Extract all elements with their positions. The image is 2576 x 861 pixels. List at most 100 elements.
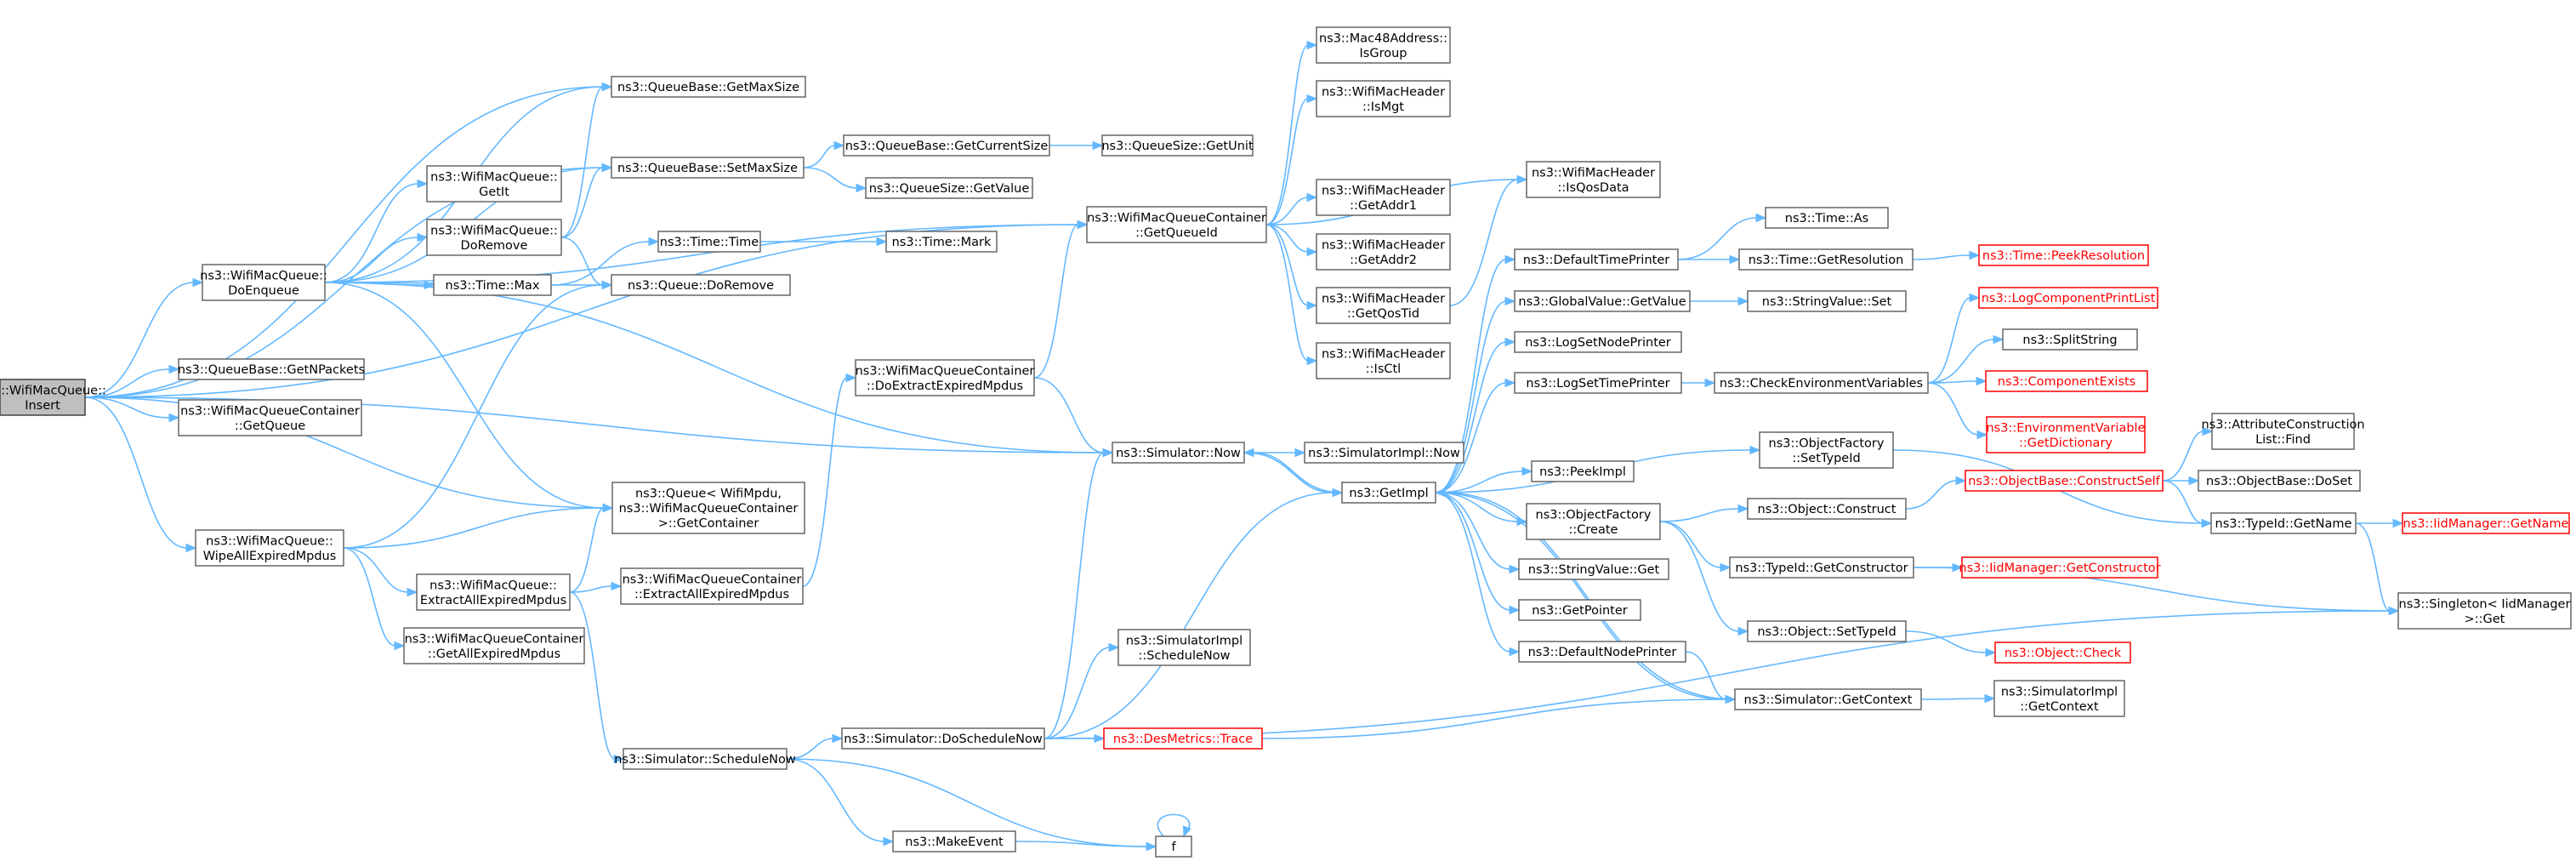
node-simnow[interactable]: ns3::Simulator::Now bbox=[1112, 442, 1245, 464]
node-typeidgetname[interactable]: ns3::TypeId::GetName bbox=[2210, 512, 2357, 534]
edge-line bbox=[324, 237, 419, 283]
node-destrace[interactable]: ns3::DesMetrics::Trace bbox=[1103, 727, 1263, 750]
node-getcontainer[interactable]: ns3::Queue< WifiMpdu,ns3::WifiMacQueueCo… bbox=[611, 482, 805, 534]
edge-wipe-to-getallexpired bbox=[343, 547, 406, 651]
node-logsettimeprinter[interactable]: ns3::LogSetTimePrinter bbox=[1514, 372, 1682, 394]
node-objfactorysettypeid[interactable]: ns3::ObjectFactory::SetTypeId bbox=[1759, 431, 1894, 469]
node-checkenv[interactable]: ns3::CheckEnvironmentVariables bbox=[1714, 372, 1929, 394]
node-layer: ns3::WifiMacQueue::Insertns3::WifiMacQue… bbox=[0, 26, 2572, 858]
node-getaddr2[interactable]: ns3::WifiMacHeader::GetAddr2 bbox=[1316, 233, 1451, 271]
node-simimplnow[interactable]: ns3::SimulatorImpl::Now bbox=[1304, 442, 1464, 464]
edge-line bbox=[1265, 224, 1309, 253]
node-label: ns3::LogSetTimePrinter bbox=[1526, 377, 1669, 391]
node-getunit[interactable]: ns3::QueueSize::GetUnit bbox=[1101, 134, 1254, 157]
node-objectcheck[interactable]: ns3::Object::Check bbox=[1994, 641, 2131, 664]
edge-getimpl-to-stringvalueget bbox=[1435, 492, 1521, 574]
node-getqueueid[interactable]: ns3::WifiMacQueueContainer::GetQueueId bbox=[1086, 206, 1267, 243]
node-getpointer[interactable]: ns3::GetPointer bbox=[1518, 599, 1641, 621]
node-box bbox=[1765, 207, 1889, 229]
edge-doremove-to-setmaxsize bbox=[560, 163, 613, 238]
node-schedulenow[interactable]: ns3::Simulator::ScheduleNow bbox=[614, 748, 796, 770]
node-globalgetvalue[interactable]: ns3::GlobalValue::GetValue bbox=[1514, 290, 1691, 312]
node-box bbox=[843, 134, 1050, 157]
node-isqosdata[interactable]: ns3::WifiMacHeader::IsQosData bbox=[1526, 161, 1661, 198]
edge-line bbox=[324, 183, 419, 283]
edge-doextract-to-simnow bbox=[1033, 377, 1114, 458]
node-label: ns3::StringValue::Set bbox=[1762, 295, 1892, 309]
node-box bbox=[1316, 80, 1451, 117]
node-doremove[interactable]: ns3::WifiMacQueue::DoRemove bbox=[426, 219, 562, 256]
edge-getqueueid-to-isgroup bbox=[1265, 40, 1318, 225]
edge-arrowhead bbox=[1984, 693, 1996, 704]
node-cextract[interactable]: ns3::WifiMacQueueContainer::ExtractAllEx… bbox=[620, 567, 804, 605]
node-setmaxsize[interactable]: ns3::QueueBase::SetMaxSize bbox=[611, 157, 805, 179]
node-wipe[interactable]: ns3::WifiMacQueue::WipeAllExpiredMpdus bbox=[195, 529, 344, 567]
node-getit[interactable]: ns3::WifiMacQueue::GetIt bbox=[426, 165, 562, 202]
node-stringvalueget[interactable]: ns3::StringValue::Get bbox=[1518, 558, 1669, 580]
node-simgetcontext[interactable]: ns3::Simulator::GetContext bbox=[1734, 688, 1922, 710]
node-label: ::IsQosData bbox=[1557, 181, 1629, 195]
node-timemark[interactable]: ns3::Time::Mark bbox=[885, 231, 998, 253]
edge-arrowhead bbox=[876, 237, 888, 247]
node-doextract[interactable]: ns3::WifiMacQueueContainer::DoExtractExp… bbox=[855, 359, 1035, 396]
node-timeas[interactable]: ns3::Time::As bbox=[1765, 207, 1889, 229]
node-box bbox=[1103, 727, 1263, 750]
node-label: ns3::Time::Max bbox=[446, 279, 540, 293]
node-timemax[interactable]: ns3::Time::Max bbox=[433, 274, 552, 296]
node-timetime[interactable]: ns3::Time::Time bbox=[657, 231, 761, 253]
node-defaulttimeprinter[interactable]: ns3::DefaultTimePrinter bbox=[1514, 248, 1679, 271]
edge-arrowhead bbox=[2188, 476, 2200, 486]
node-isgroup[interactable]: ns3::Mac48Address::IsGroup bbox=[1316, 26, 1451, 64]
node-getallexpired[interactable]: ns3::WifiMacQueueContainer::GetAllExpire… bbox=[403, 627, 585, 664]
node-label: ns3::WifiMacQueue:: bbox=[206, 534, 333, 548]
node-timepeekresolution[interactable]: ns3::Time::PeekResolution bbox=[1978, 244, 2149, 266]
node-doenqueue[interactable]: ns3::WifiMacQueue::DoEnqueue bbox=[200, 264, 327, 301]
node-timegetresolution[interactable]: ns3::Time::GetResolution bbox=[1738, 248, 1914, 271]
node-getaddr1[interactable]: ns3::WifiMacHeader::GetAddr1 bbox=[1316, 179, 1451, 216]
node-getqostid[interactable]: ns3::WifiMacHeader::GetQosTid bbox=[1316, 287, 1451, 324]
node-ismgt[interactable]: ns3::WifiMacHeader::IsMgt bbox=[1316, 80, 1451, 117]
node-getimpl[interactable]: ns3::GetImpl bbox=[1341, 482, 1436, 504]
node-defaultnodeprinter[interactable]: ns3::DefaultNodePrinter bbox=[1518, 641, 1686, 663]
node-getnpackets[interactable]: ns3::QueueBase::GetNPackets bbox=[178, 358, 365, 380]
node-splitstring[interactable]: ns3::SplitString bbox=[2002, 328, 2138, 351]
node-f[interactable]: f bbox=[1155, 835, 1192, 858]
node-singletonget[interactable]: ns3::Singleton< IidManager>::Get bbox=[2397, 592, 2572, 630]
node-box bbox=[178, 399, 362, 436]
node-objectconstruct[interactable]: ns3::Object::Construct bbox=[1747, 498, 1907, 520]
node-typeidgetconstructor[interactable]: ns3::TypeId::GetConstructor bbox=[1729, 556, 1914, 579]
node-iidgetname[interactable]: ns3::IidManager::GetName bbox=[2402, 512, 2570, 534]
node-qdoremove[interactable]: ns3::Queue::DoRemove bbox=[611, 274, 791, 296]
node-extract[interactable]: ns3::WifiMacQueue::ExtractAllExpiredMpdu… bbox=[416, 573, 571, 611]
node-makeevent[interactable]: ns3::MakeEvent bbox=[892, 830, 1016, 852]
node-envgetdict[interactable]: ns3::EnvironmentVariable::GetDictionary bbox=[1986, 416, 2146, 453]
node-box bbox=[1734, 688, 1922, 710]
node-label: ns3::WifiMacQueueContainer bbox=[619, 502, 799, 516]
edge-arrowhead bbox=[1521, 466, 1533, 476]
node-label: ns3::SimulatorImpl::Now bbox=[1308, 447, 1460, 460]
node-doschedulenow[interactable]: ns3::Simulator::DoScheduleNow bbox=[841, 727, 1045, 750]
node-objbaseconstructself[interactable]: ns3::ObjectBase::ConstructSelf bbox=[1965, 470, 2164, 492]
node-isctl[interactable]: ns3::WifiMacHeader::IsCtl bbox=[1316, 342, 1451, 379]
node-getmaxsize[interactable]: ns3::QueueBase::GetMaxSize bbox=[611, 76, 806, 98]
edge-line bbox=[1435, 382, 1507, 493]
node-componentexists[interactable]: ns3::ComponentExists bbox=[1985, 370, 2148, 392]
node-objfactorycreate[interactable]: ns3::ObjectFactory::Create bbox=[1526, 503, 1661, 540]
node-stringvalueset[interactable]: ns3::StringValue::Set bbox=[1747, 290, 1907, 312]
node-objectsettypeid[interactable]: ns3::Object::SetTypeId bbox=[1747, 620, 1907, 642]
node-getvalue[interactable]: ns3::QueueSize::GetValue bbox=[865, 177, 1033, 199]
node-label: ns3::DesMetrics::Trace bbox=[1113, 733, 1253, 746]
node-objbasedoset[interactable]: ns3::ObjectBase::DoSet bbox=[2198, 470, 2361, 492]
node-logsetnodeprinter[interactable]: ns3::LogSetNodePrinter bbox=[1514, 331, 1682, 353]
node-getcurrentsize[interactable]: ns3::QueueBase::GetCurrentSize bbox=[843, 134, 1050, 157]
node-iidgetconstructor[interactable]: ns3::IidManager::GetConstructor bbox=[1959, 556, 2161, 579]
node-gcgetqueue[interactable]: ns3::WifiMacQueueContainer::GetQueue bbox=[178, 399, 362, 436]
node-logcompprintlist[interactable]: ns3::LogComponentPrintList bbox=[1978, 287, 2158, 309]
edge-getqueueid-to-getqostid bbox=[1265, 224, 1318, 311]
node-simimplgetcontext[interactable]: ns3::SimulatorImpl::GetContext bbox=[1993, 680, 2125, 717]
node-label: ns3::CheckEnvironmentVariables bbox=[1720, 377, 1923, 391]
edge-line bbox=[1265, 197, 1309, 225]
node-simimplschednow[interactable]: ns3::SimulatorImpl::ScheduleNow bbox=[1117, 629, 1251, 666]
node-peekimpl[interactable]: ns3::PeekImpl bbox=[1531, 460, 1635, 482]
